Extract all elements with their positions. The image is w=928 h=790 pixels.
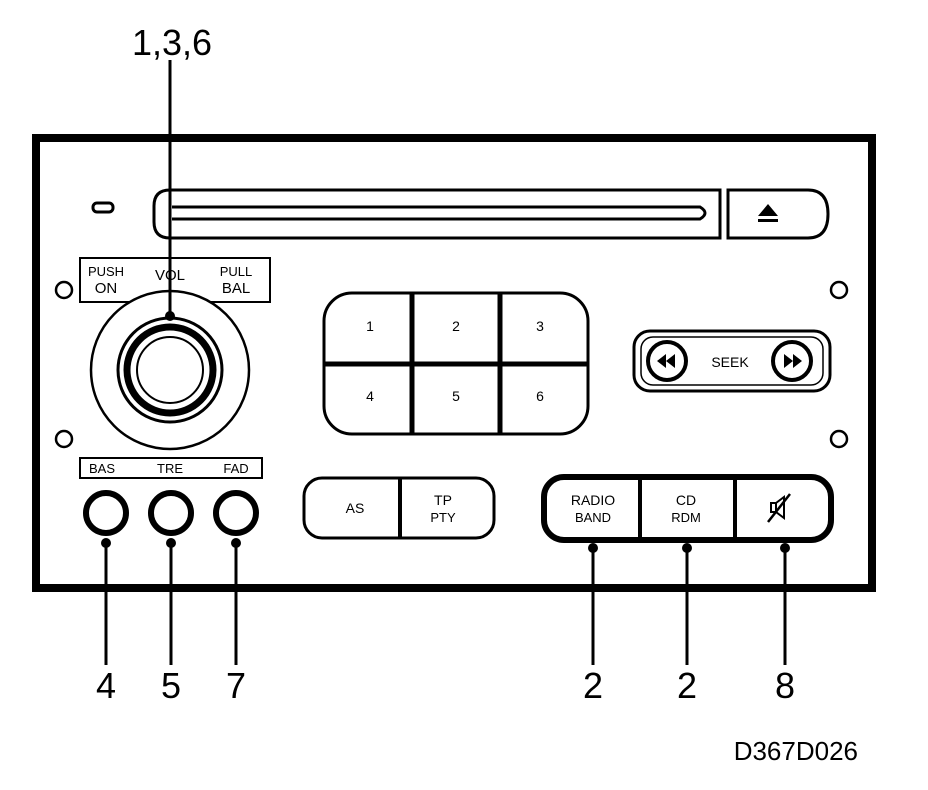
source-panel — [541, 474, 834, 543]
svg-text:TP: TP — [434, 492, 452, 508]
callout-7: 7 — [226, 665, 246, 706]
mounting-hole — [829, 280, 849, 300]
mounting-hole — [54, 429, 74, 449]
fader-knob[interactable] — [213, 490, 259, 536]
push-label: PUSH — [88, 264, 124, 279]
seek-label: SEEK — [711, 354, 749, 370]
svg-text:AS: AS — [346, 500, 365, 516]
mounting-hole — [829, 429, 849, 449]
mute-icon — [767, 493, 791, 523]
svg-text:3: 3 — [536, 318, 544, 334]
callout-2-radio: 2 — [583, 665, 603, 706]
indicator-led — [91, 201, 115, 214]
svg-text:RADIO: RADIO — [571, 492, 615, 508]
cd-slot-opening — [172, 205, 707, 221]
on-label: ON — [95, 280, 118, 297]
callout-2-cd: 2 — [677, 665, 697, 706]
callout-1-3-6: 1,3,6 — [132, 22, 212, 63]
leader-lines — [104, 60, 787, 665]
tp-pty-button[interactable]: TP PTY — [403, 481, 491, 535]
leader-dots — [101, 311, 790, 553]
preset-button-4[interactable]: 4 — [327, 366, 410, 432]
preset-button-2[interactable]: 2 — [414, 296, 498, 362]
radio-band-button[interactable]: RADIO BAND — [548, 481, 638, 536]
seek-forward-button[interactable] — [771, 340, 813, 382]
svg-text:CD: CD — [676, 492, 696, 508]
tone-label-box — [79, 457, 263, 479]
callout-4: 4 — [96, 665, 116, 706]
seek-back-button[interactable] — [646, 340, 688, 382]
cd-rdm-button[interactable]: CD RDM — [643, 481, 733, 536]
cd-slot — [152, 188, 722, 240]
svg-text:6: 6 — [536, 388, 544, 404]
treble-knob[interactable] — [148, 490, 194, 536]
fad-label: FAD — [223, 461, 248, 476]
svg-text:BAND: BAND — [575, 510, 611, 525]
preset-button-5[interactable]: 5 — [414, 366, 498, 432]
tre-label: TRE — [157, 461, 183, 476]
bas-label: BAS — [89, 461, 115, 476]
svg-text:2: 2 — [452, 318, 460, 334]
bass-knob[interactable] — [83, 490, 129, 536]
eject-button[interactable] — [726, 188, 830, 240]
bal-label: BAL — [222, 280, 250, 297]
svg-text:PTY: PTY — [430, 510, 456, 525]
svg-text:RDM: RDM — [671, 510, 701, 525]
pull-label: PULL — [220, 264, 253, 279]
svg-text:5: 5 — [452, 388, 460, 404]
preset-button-3[interactable]: 3 — [502, 296, 585, 362]
figure-code: D367D026 — [734, 736, 858, 766]
preset-button-1[interactable]: 1 — [327, 296, 410, 362]
callout-8: 8 — [775, 665, 795, 706]
callout-5: 5 — [161, 665, 181, 706]
mute-button[interactable] — [738, 481, 828, 536]
svg-text:4: 4 — [366, 388, 374, 404]
preset-button-6[interactable]: 6 — [502, 366, 585, 432]
rewind-icon — [657, 354, 675, 368]
fast-forward-icon — [784, 354, 802, 368]
volume-knob[interactable] — [89, 289, 251, 451]
as-button[interactable]: AS — [307, 481, 398, 535]
svg-text:1: 1 — [366, 318, 374, 334]
eject-icon — [758, 204, 778, 216]
mounting-hole — [54, 280, 74, 300]
